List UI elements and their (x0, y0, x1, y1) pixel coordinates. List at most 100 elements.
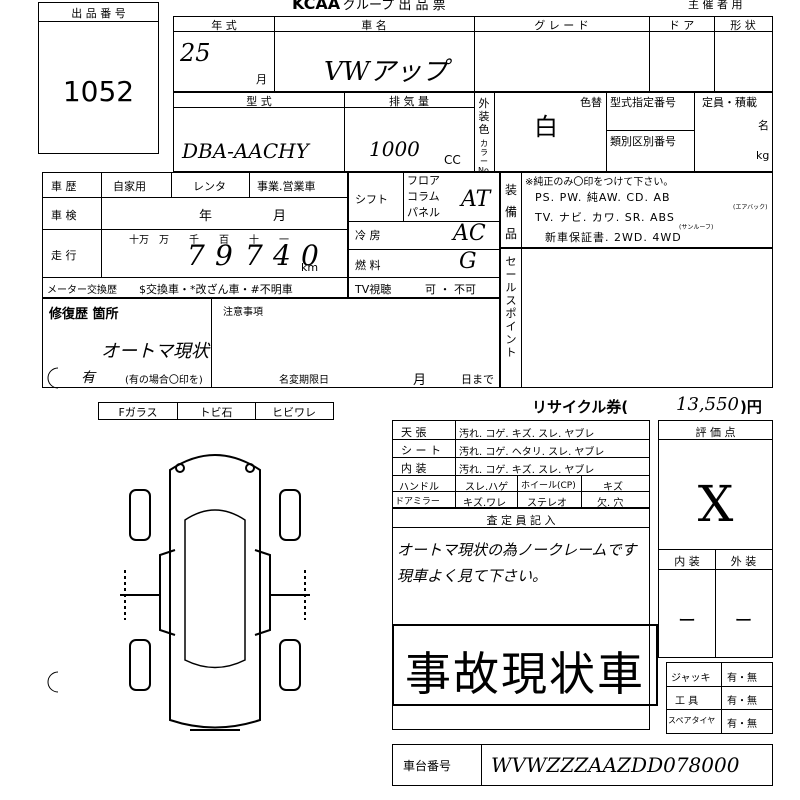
header-brand: KCAA (292, 0, 341, 13)
rating-label: 評 価 点 (695, 426, 736, 439)
year-label: 年 式 (211, 19, 237, 32)
kg-unit: kg (756, 149, 770, 162)
tool-opt: 有・無 (727, 673, 757, 684)
ac-label: 冷 房 (355, 229, 381, 242)
equipment-label: 装備品 (505, 183, 518, 241)
color-no-label: カラーNo. (478, 139, 492, 175)
recycle-value: 13,550 (676, 394, 739, 415)
inspector-label: 査 定 員 記 入 (486, 514, 556, 527)
history-block: 車 歴 自家用 レンタ 事業.営業車 車 検 年 月 走 行 十万 万 千 百 … (42, 172, 348, 298)
repair-block: 修復歴 箇所 オートマ現状 有 (有の場合〇印を) 注意事項 名変期限日 月 日… (42, 298, 500, 388)
model-label: 型 式 (246, 95, 272, 108)
inspector-line1: オートマ現状の為ノークレームです (397, 541, 637, 559)
month-unit: 月 (256, 73, 267, 86)
meter-text: $交換車・*改ざん車・#不明車 (139, 283, 293, 296)
organizer-label: 主 催 者 用 (688, 0, 743, 11)
vehicle-row2: 型 式 排 気 量 DBA-AACHY 1000 CC 外装色 カラーNo. 色… (173, 92, 773, 175)
odo-digit: 7 (245, 239, 263, 272)
mileage-label: 走 行 (51, 249, 77, 262)
interior-score: ー (678, 611, 696, 632)
interior-row-name: シ ー ト (401, 444, 441, 457)
handle-label: ハンドル (399, 482, 439, 493)
tv-label: TV視聴 (355, 283, 392, 296)
vehicle-row1: 年 式 車 名 グ レ ー ド ド ア 形 状 25 月 VWアップ (173, 16, 773, 92)
interior-row-name: 天 張 (401, 426, 427, 439)
interior-score-label: 内 装 (674, 555, 700, 568)
car-value: VWアップ (324, 57, 448, 87)
door-label: ド ア (668, 19, 695, 32)
deadline-day: 日まで (461, 373, 494, 386)
equipment-line1: PS. PW. 純AW. CD. AB (535, 191, 671, 204)
interior-table: 天 張 汚れ. コゲ. キズ. スレ. ヤブレ シ ー ト 汚れ. コゲ. ヘタ… (392, 420, 650, 509)
odo-digit: 9 (215, 239, 233, 272)
cc-unit: CC (444, 153, 461, 167)
equipment-line2: TV. ナビ. カワ. SR. ABS (535, 211, 675, 224)
notes-label: 注意事項 (223, 307, 263, 318)
history-label: 車 歴 (51, 180, 77, 193)
specs-block: シフト フロア コラム パネル AT 冷 房 AC 燃 料 G TV視聴 可 ・… (348, 172, 500, 298)
glass-front: Fガラス (118, 406, 158, 419)
interior-row-name: 内 装 (401, 462, 427, 475)
inspection-label: 車 検 (51, 209, 77, 222)
stereo-opts: 欠. 穴 (597, 498, 624, 509)
model-value: DBA-AACHY (182, 139, 309, 163)
tool-opt: 有・無 (727, 719, 757, 730)
tool-opt: 有・無 (727, 696, 757, 707)
exterior-score: ー (734, 611, 753, 632)
handle-opts: スレ.ハゲ (465, 482, 509, 493)
sales-point-block: セールスポイント (500, 248, 773, 388)
persons-unit: 名 (758, 119, 769, 132)
sunroof-note: (サンルーフ) (679, 224, 714, 231)
shift-panel: パネル (407, 206, 440, 219)
odo-digit: 0 (301, 239, 319, 272)
deadline-label: 名変期限日 (279, 375, 329, 386)
deadline-month: 月 (413, 373, 427, 388)
odo-digit: 4 (273, 239, 291, 272)
interior-row-opts: 汚れ. コゲ. キズ. スレ. ヤブレ (459, 429, 595, 440)
lot-label: 出 品 番 号 (71, 7, 126, 20)
inspection-month: 月 (273, 209, 287, 224)
ac-value: AC (453, 221, 486, 246)
equipment-line3: 新車保証書. 2WD. 4WD (545, 231, 682, 244)
grade-label: グ レ ー ド (534, 19, 589, 32)
glass-chip: トビ石 (199, 406, 233, 419)
shift-value: AT (461, 187, 491, 212)
rating-value: X (697, 475, 734, 533)
meter-label: メーター交換歴 (47, 285, 117, 296)
interior-row-opts: 汚れ. コゲ. ヘタリ. スレ. ヤブレ (459, 447, 605, 458)
history-opt-rental: レンタ (193, 180, 226, 193)
tv-options: 可 ・ 不可 (425, 283, 476, 296)
repair-has: 有 (81, 370, 95, 386)
chassis-block: 車台番号 WVWZZZAAZDD078000 (392, 744, 773, 786)
type-no-label: 型式指定番号 (610, 96, 676, 109)
odometer: 十万 万 千 百 十 一 7 9 7 4 0 (129, 235, 319, 272)
recycle-label: リサイクル券( (532, 398, 629, 416)
wheel-opts: キズ (603, 482, 623, 493)
rating-block: 評 価 点 X 内 装 外 装 ー ー (658, 420, 773, 658)
displacement-label: 排 気 量 (389, 95, 429, 108)
chassis-label: 車台番号 (403, 759, 452, 773)
tool-name: 工 具 (675, 696, 699, 707)
repair-note: (有の場合〇印を) (125, 375, 203, 386)
displacement-value: 1000 (369, 137, 420, 161)
inspector-line2: 現車よく見て下さい。 (397, 567, 548, 585)
sales-point-label: セールスポイント (505, 255, 517, 359)
equipment-note: ※純正のみ〇印をつけて下さい。 (525, 177, 674, 188)
history-opt-business: 事業.営業車 (257, 180, 316, 193)
odo-digit: 7 (187, 239, 205, 272)
airbag-note: (エアバック) (733, 204, 768, 211)
km-unit: km (301, 261, 319, 274)
class-no-label: 類別区別番号 (610, 135, 676, 148)
mirror-opts: キズ.ワレ (463, 498, 507, 509)
shift-column: コラム (407, 190, 440, 203)
shift-floor: フロア (407, 174, 440, 187)
glass-row: Fガラス トビ石 ヒビワレ (98, 402, 334, 420)
car-damage-diagram (120, 454, 310, 731)
punch-hole-marks (47, 367, 59, 693)
glass-crack: ヒビワレ (272, 406, 316, 419)
accident-text: 事故現状車 (405, 647, 645, 701)
year-value: 25 (180, 39, 211, 67)
color-value: 白 (534, 113, 558, 141)
repair-label: 修復歴 箇所 (49, 307, 119, 322)
header-title: グループ 出 品 票 (343, 0, 446, 13)
